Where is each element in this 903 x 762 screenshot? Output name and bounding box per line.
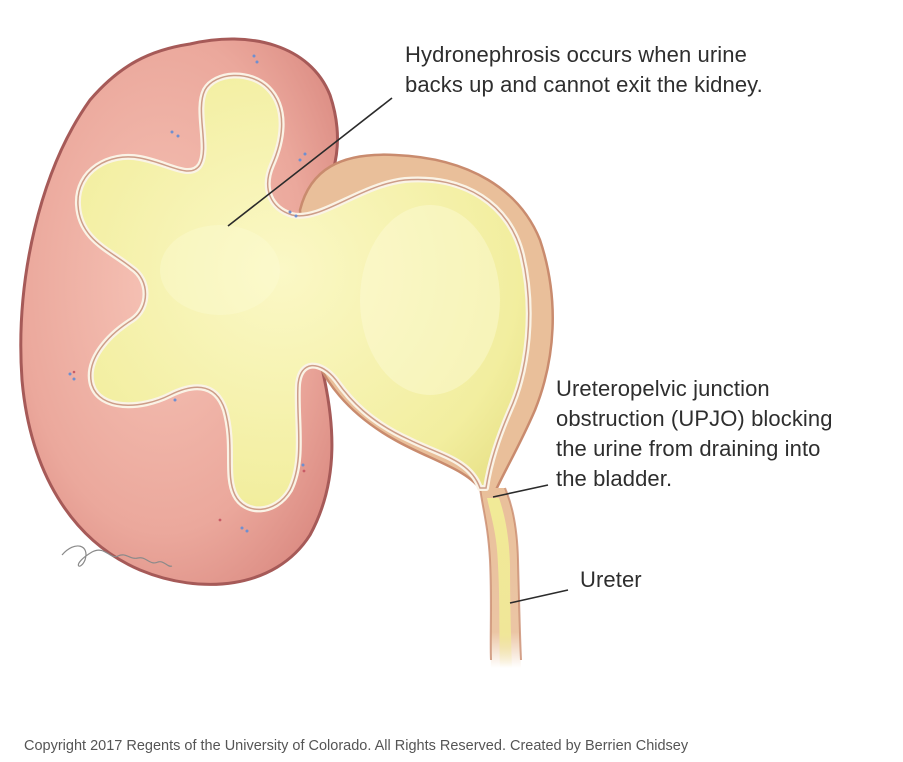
copyright-notice: Copyright 2017 Regents of the University… [24, 738, 689, 754]
urine-chamber-outline [77, 74, 530, 511]
leader-line-ureter [509, 589, 569, 604]
annotation-line: Ureteropelvic junction [556, 376, 770, 401]
vessel-dots-red [72, 370, 306, 522]
artist-signature [61, 545, 173, 567]
annotation-line: Hydronephrosis occurs when urine [405, 42, 747, 67]
ureter-annotation: Ureter [580, 565, 642, 595]
ureter-outline-left [479, 487, 492, 661]
annotation-line: backs up and cannot exit the kidney. [405, 72, 763, 97]
ureter-lumen [487, 498, 512, 668]
annotation-line: the urine from draining into [556, 436, 821, 461]
urine-highlight [160, 225, 280, 315]
urine-highlight [360, 205, 500, 395]
leader-line-hydronephrosis [227, 97, 393, 227]
annotation-line: obstruction (UPJO) blocking [556, 406, 833, 431]
leader-line-upjo [492, 484, 549, 498]
vessel-dots [68, 54, 307, 533]
ureter-outline-right [504, 487, 522, 661]
annotation-line: the bladder. [556, 466, 673, 491]
upjo-annotation: Ureteropelvic junction obstruction (UPJO… [556, 374, 833, 494]
annotation-line: Ureter [580, 567, 642, 592]
hydronephrosis-annotation: Hydronephrosis occurs when urine backs u… [405, 40, 763, 100]
